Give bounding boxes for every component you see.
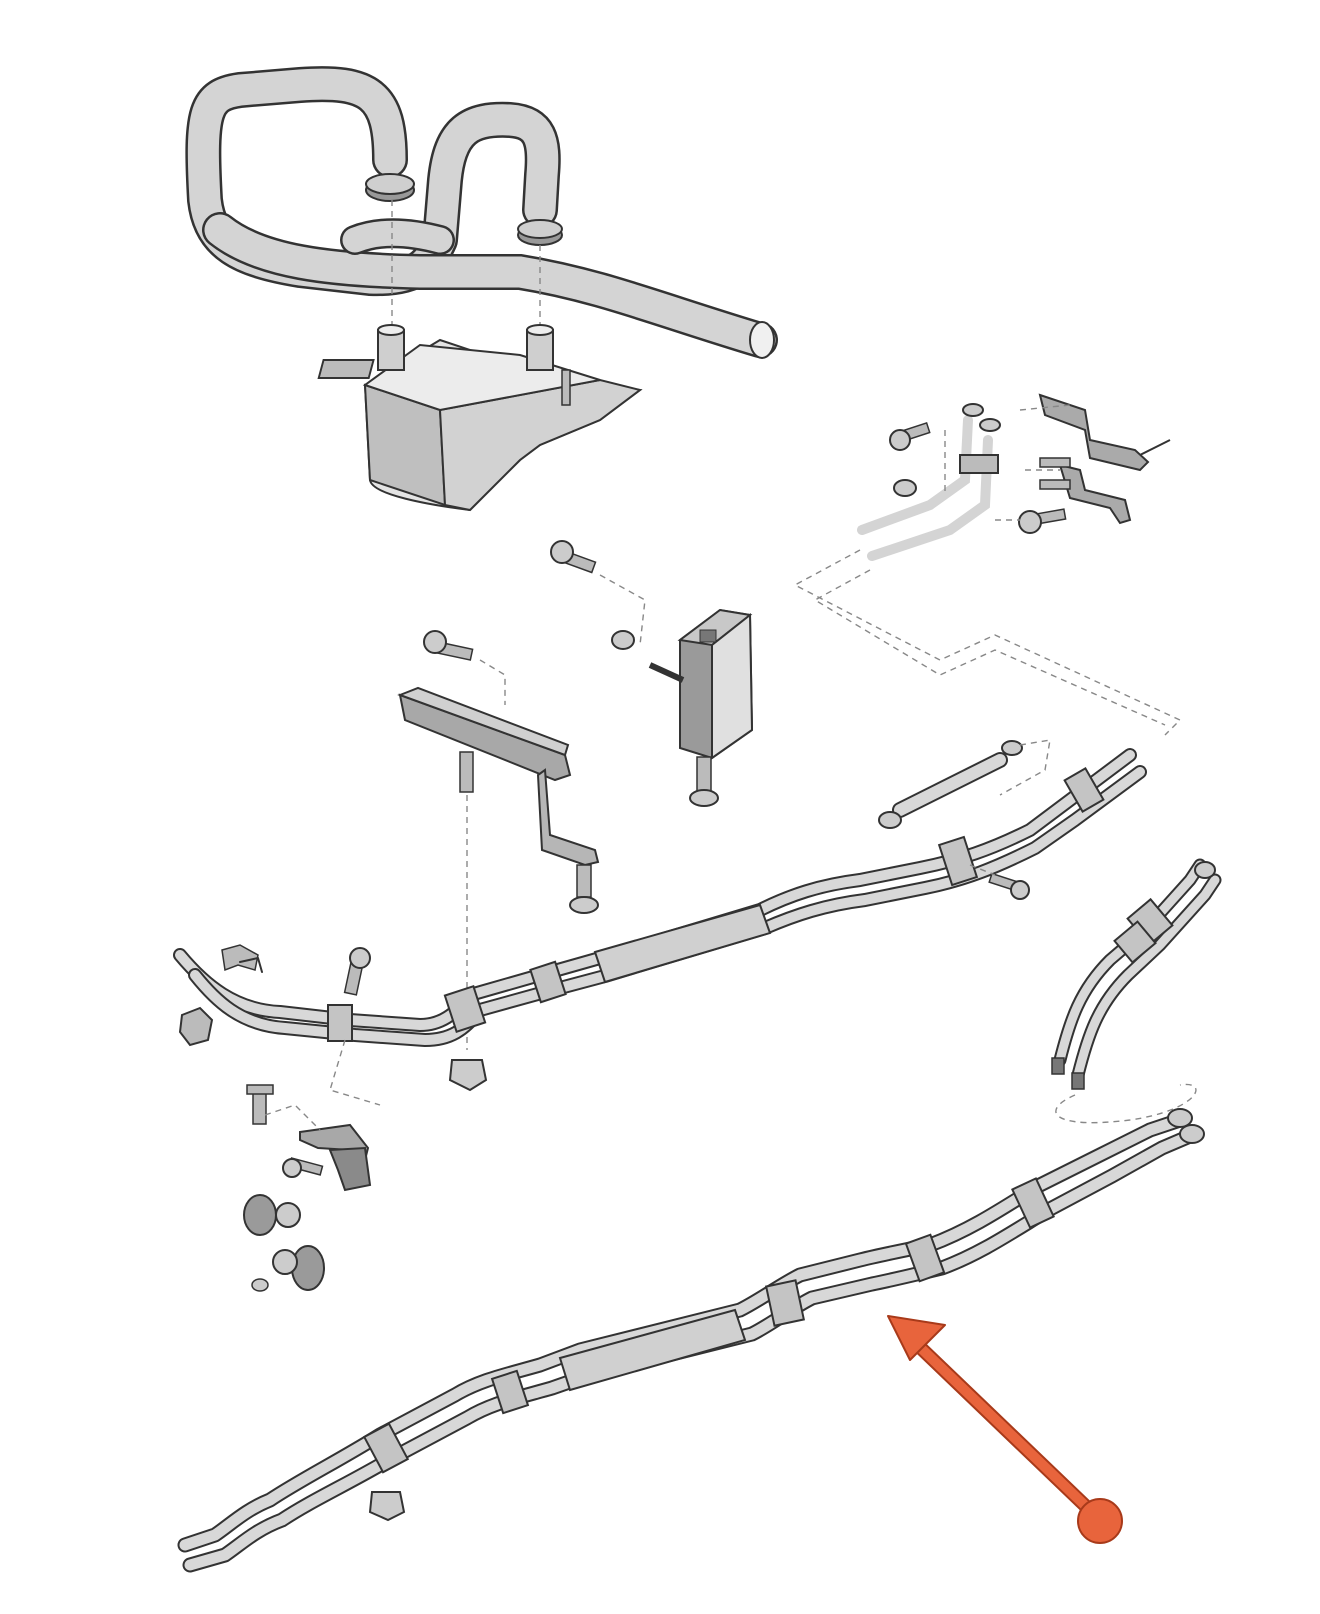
heat-exchanger bbox=[317, 324, 643, 512]
coolant-line-connector bbox=[1051, 858, 1222, 1090]
mounting-bracket-lower bbox=[299, 1123, 372, 1192]
support-rail-bracket bbox=[397, 686, 600, 867]
coolant-line-middle bbox=[173, 748, 1147, 1047]
mounting-block bbox=[648, 608, 754, 760]
bolt bbox=[988, 872, 1030, 900]
mounting-bracket-upper bbox=[1058, 463, 1132, 525]
bolt bbox=[1039, 457, 1071, 490]
coolant-hose-upper bbox=[185, 66, 778, 359]
arrow-pointer-icon bbox=[887, 1315, 1123, 1544]
bolt bbox=[689, 756, 719, 807]
bolt bbox=[423, 630, 474, 661]
coolant-tube-short bbox=[878, 740, 1023, 829]
bolt bbox=[569, 864, 599, 914]
bolt bbox=[282, 1157, 324, 1178]
nut bbox=[611, 630, 635, 650]
nut bbox=[448, 1059, 488, 1092]
hose-clamp bbox=[365, 173, 415, 202]
bolt bbox=[889, 422, 931, 451]
bolt bbox=[343, 947, 371, 996]
nut bbox=[368, 1491, 406, 1522]
bolt bbox=[246, 1084, 274, 1125]
pipe-ends-upper bbox=[857, 403, 1001, 561]
rubber-grommet bbox=[243, 1194, 325, 1292]
hose-clamp bbox=[517, 219, 563, 246]
bolt bbox=[550, 540, 597, 574]
pipe-clamp bbox=[178, 1006, 214, 1047]
mounting-bracket-upper bbox=[1038, 393, 1171, 472]
lower-coolant-line-assembly bbox=[177, 1108, 1205, 1573]
retainer-clip bbox=[221, 944, 263, 973]
nut bbox=[893, 479, 917, 497]
bolt bbox=[1018, 508, 1067, 534]
